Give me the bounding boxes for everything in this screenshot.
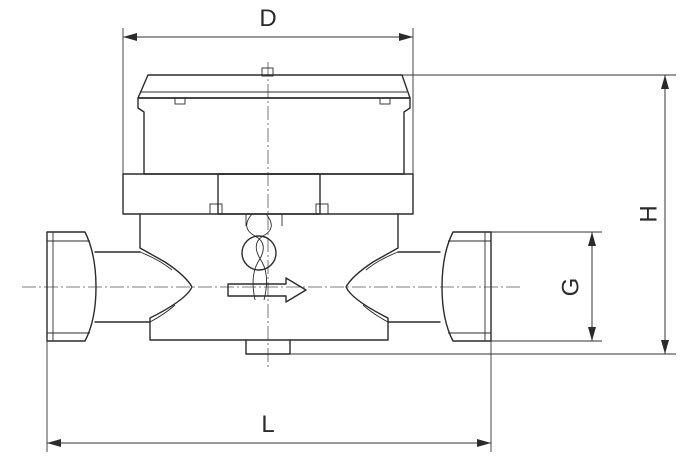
left-pipe-neck [94,251,151,323]
left-coupling-nut [46,231,97,342]
flow-direction-arrow [227,277,307,303]
lead-seal [241,235,277,271]
dimension-g: G [491,231,602,342]
meter-bowl [139,213,399,341]
register-housing [137,97,411,175]
meter-body [46,67,492,355]
dimension-l-label: L [261,411,274,438]
dimension-h-label: H [635,205,662,222]
right-pipe-neck [387,251,441,323]
dimension-h: H [290,74,676,355]
dimension-d: D [122,5,414,174]
dimension-d-label: D [259,5,276,32]
center-lines [22,62,520,368]
right-coupling-nut [441,231,492,342]
dimension-l: L [46,341,492,452]
dimension-g-label: G [557,278,584,297]
seal-wire [246,213,264,301]
register-lid [137,74,411,99]
